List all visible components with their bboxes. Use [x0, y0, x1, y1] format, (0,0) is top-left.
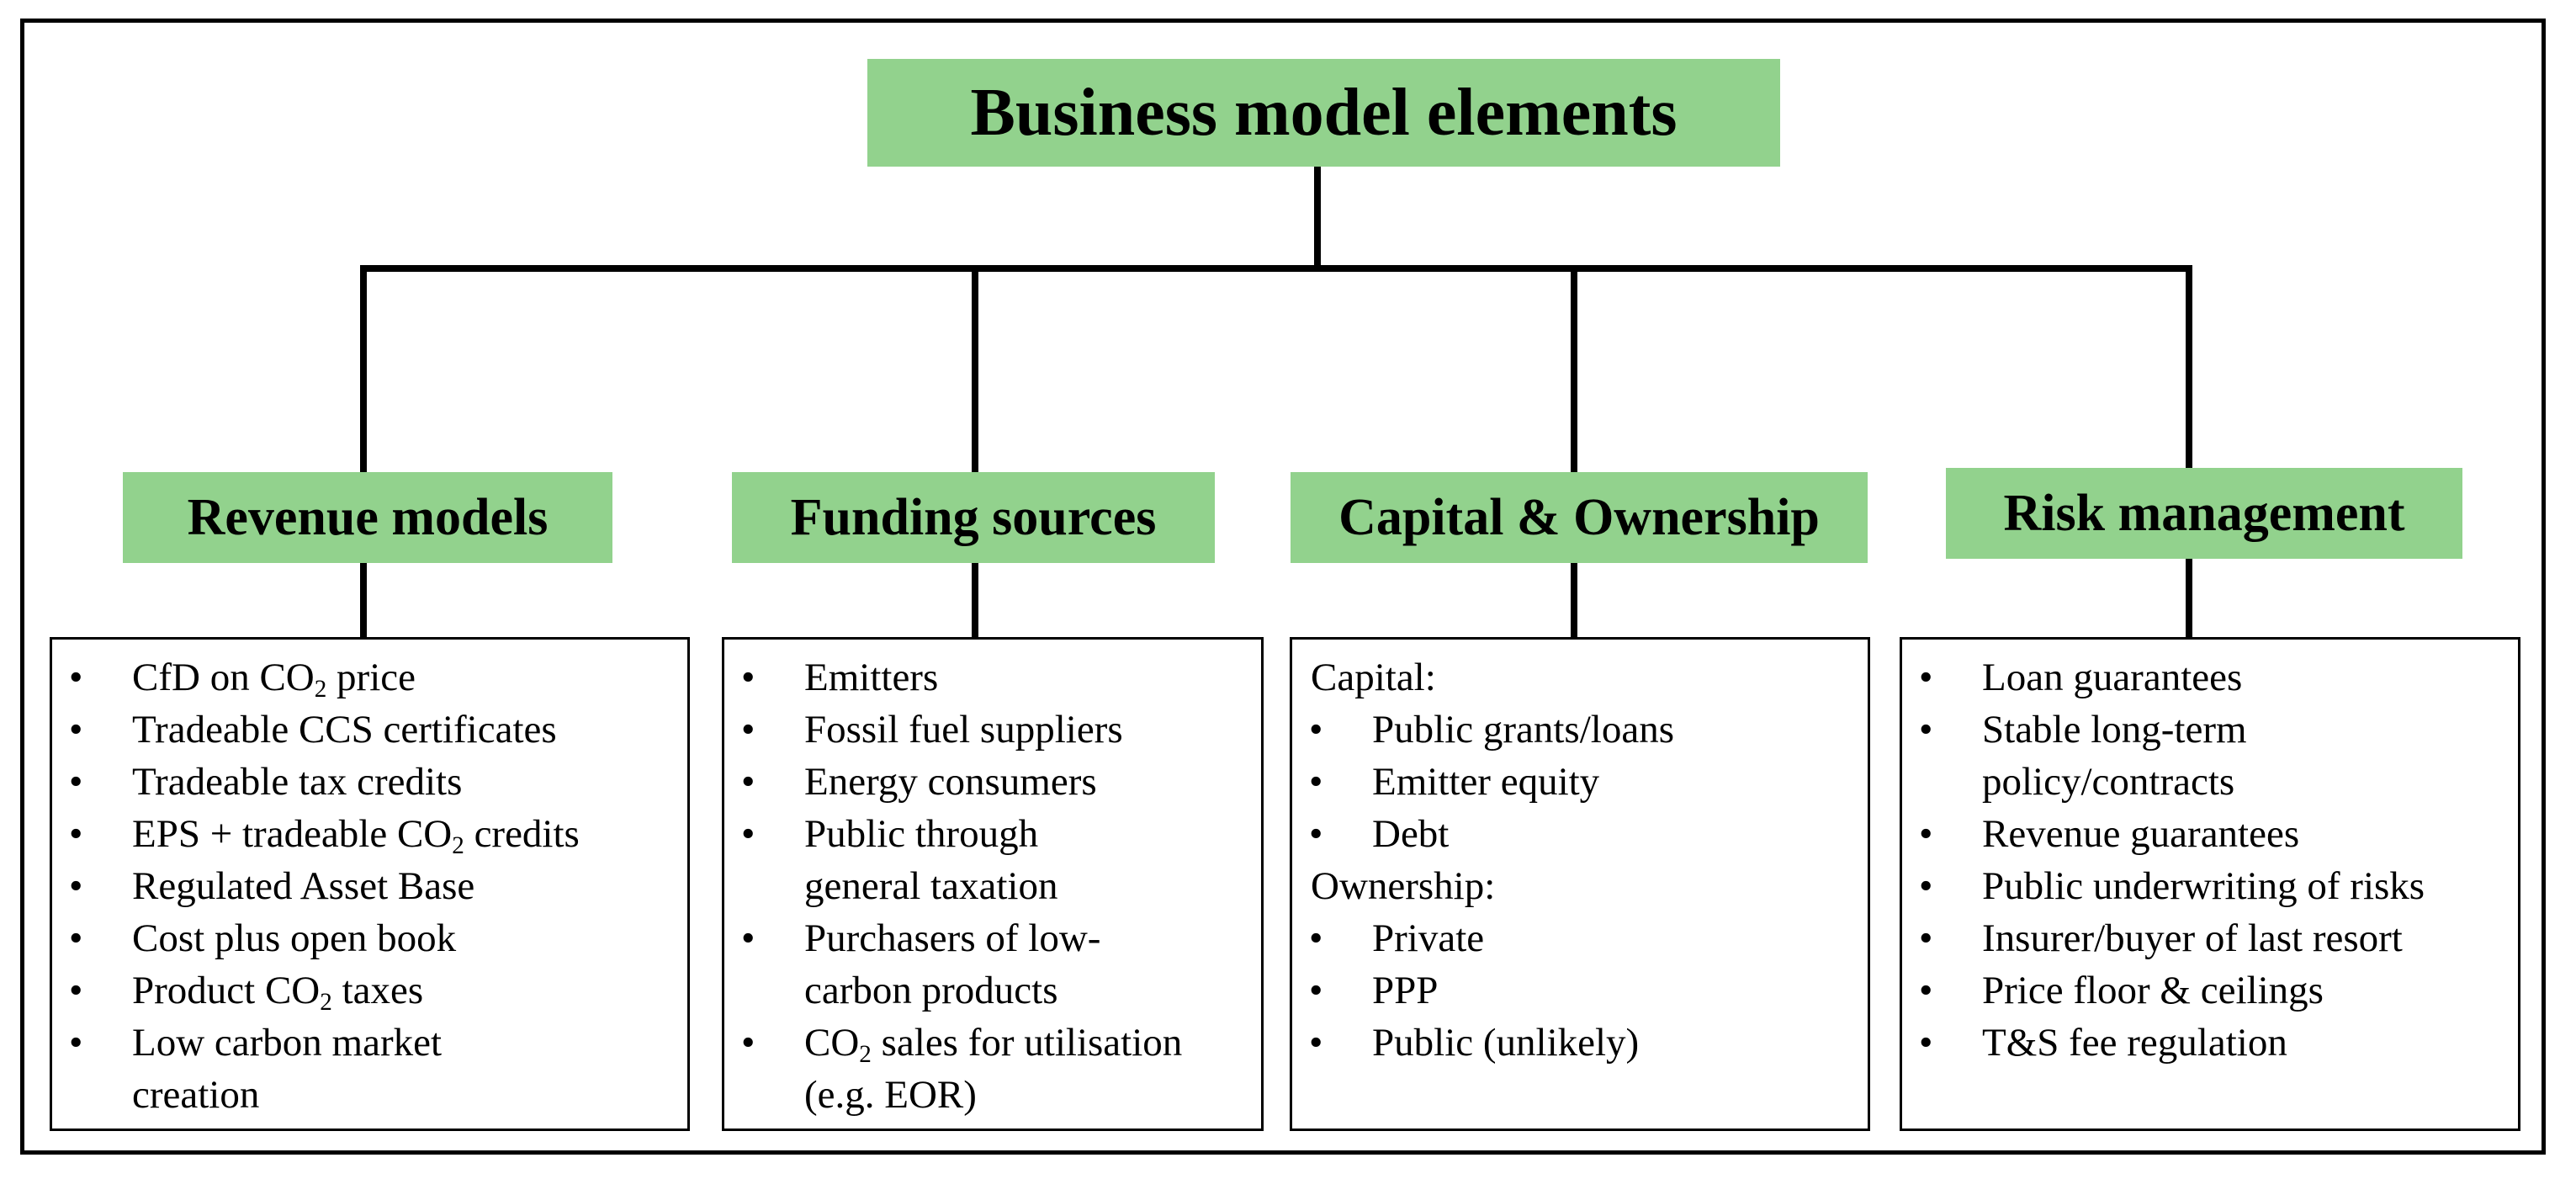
list-item: Regulated Asset Base — [52, 860, 687, 912]
category-risk-management: Risk management — [1946, 468, 2462, 559]
funding-sources-box: Emitters Fossil fuel suppliers Energy co… — [722, 637, 1264, 1131]
list-item: T&S fee regulation — [1902, 1017, 2518, 1069]
list-item: CO2 sales for utilisation (e.g. EOR) — [724, 1017, 1259, 1121]
list-item: Price floor & ceilings — [1902, 964, 2518, 1017]
list-item: Public grants/loans — [1292, 704, 1868, 756]
list-item: Cost plus open book — [52, 912, 687, 964]
diagram-title: Business model elements — [867, 59, 1780, 167]
list-item: Stable long-term policy/contracts — [1902, 704, 2377, 808]
list-item: Loan guarantees — [1902, 651, 2518, 704]
list-item: Tradeable CCS certificates — [52, 704, 687, 756]
funding-sources-list: Emitters Fossil fuel suppliers Energy co… — [724, 651, 1261, 1121]
risk-management-box: Loan guarantees Stable long-term policy/… — [1900, 637, 2520, 1131]
revenue-models-box: CfD on CO2 price Tradeable CCS certifica… — [50, 637, 690, 1131]
list-item: PPP — [1292, 964, 1868, 1017]
group-label-capital: Capital: — [1311, 656, 1436, 699]
list-item: Public through general taxation — [724, 808, 1158, 912]
ownership-list: Private PPP Public (unlikely) — [1292, 912, 1868, 1069]
list-item: Private — [1292, 912, 1868, 964]
list-item: Fossil fuel suppliers — [724, 704, 1261, 756]
list-item: Emitters — [724, 651, 1261, 704]
list-item: Emitter equity — [1292, 756, 1868, 808]
list-item: Tradeable tax credits — [52, 756, 687, 808]
list-item: Low carbon market creation — [52, 1017, 570, 1121]
list-item: Public (unlikely) — [1292, 1017, 1868, 1069]
revenue-models-list: CfD on CO2 price Tradeable CCS certifica… — [52, 651, 687, 1121]
category-capital-ownership: Capital & Ownership — [1291, 472, 1868, 563]
list-item: Product CO2 taxes — [52, 964, 687, 1017]
list-item: Revenue guarantees — [1902, 808, 2518, 860]
capital-list: Public grants/loans Emitter equity Debt — [1292, 704, 1868, 860]
capital-ownership-box: Capital: Public grants/loans Emitter equ… — [1290, 637, 1870, 1131]
diagram-frame — [20, 19, 2546, 1155]
list-item: Public underwriting of risks — [1902, 860, 2487, 912]
list-item: Debt — [1292, 808, 1868, 860]
risk-management-list: Loan guarantees Stable long-term policy/… — [1902, 651, 2518, 1069]
group-label-ownership: Ownership: — [1311, 864, 1496, 908]
list-item: CfD on CO2 price — [52, 651, 687, 704]
list-item: Purchasers of low-carbon products — [724, 912, 1174, 1017]
list-item: EPS + tradeable CO2 credits — [52, 808, 687, 860]
category-funding-sources: Funding sources — [732, 472, 1215, 563]
list-item: Insurer/buyer of last resort — [1902, 912, 2518, 964]
category-revenue-models: Revenue models — [123, 472, 612, 563]
list-item: Energy consumers — [724, 756, 1261, 808]
